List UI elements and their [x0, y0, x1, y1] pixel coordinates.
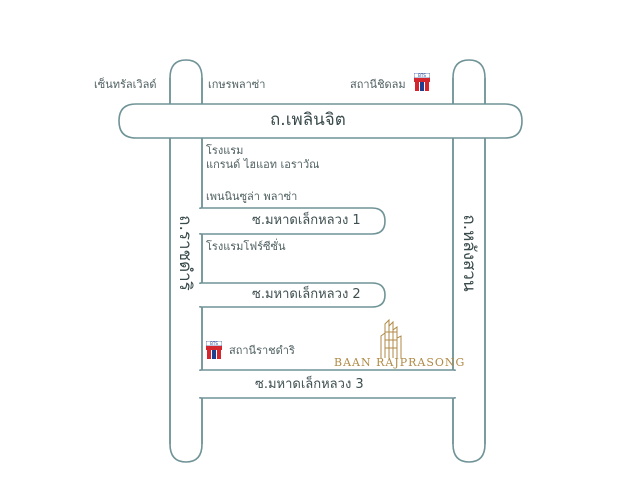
road-label-soi-1: ซ.มหาดเล็กหลวง 1	[252, 213, 361, 228]
road-label-ratchadamri: ถ.ราชดำริ	[175, 215, 195, 291]
svg-text:BTS: BTS	[418, 73, 426, 78]
place-hotel-line-1: โรงแรม	[206, 144, 244, 157]
place-four-seasons: โรงแรมโฟร์ซีซั่น	[206, 240, 286, 253]
building-logo-icon	[380, 318, 402, 358]
place-gaysorn: เกษรพลาซ่า	[208, 78, 266, 91]
bts-logo-icon: BTS	[206, 341, 222, 359]
road-label-soi-3: ซ.มหาดเล็กหลวง 3	[255, 377, 364, 392]
station-ratchadamri-label: สถานีราชดำริ	[229, 344, 295, 357]
place-hotel-line-2: แกรนด์ ไฮแอท เอราวัณ	[206, 158, 320, 171]
place-peninsula: เพนนินซูล่า พลาซ่า	[206, 190, 298, 203]
road-ploenchit	[118, 103, 523, 139]
road-label-langsuan: ถ.หลังสวน	[459, 214, 479, 292]
station-chidlom-label: สถานีชิดลม	[350, 78, 406, 91]
road-soi-1	[199, 207, 386, 235]
svg-text:BTS: BTS	[210, 341, 218, 346]
place-central-world: เซ็นทรัลเวิลด์	[94, 78, 157, 91]
brand-name: BAAN RAJPRASONG	[334, 356, 466, 369]
road-soi-2	[199, 282, 386, 308]
road-label-soi-2: ซ.มหาดเล็กหลวง 2	[252, 287, 361, 302]
bts-logo-icon: BTS	[414, 73, 430, 91]
road-label-ploenchit: ถ.เพลินจิต	[270, 110, 346, 130]
